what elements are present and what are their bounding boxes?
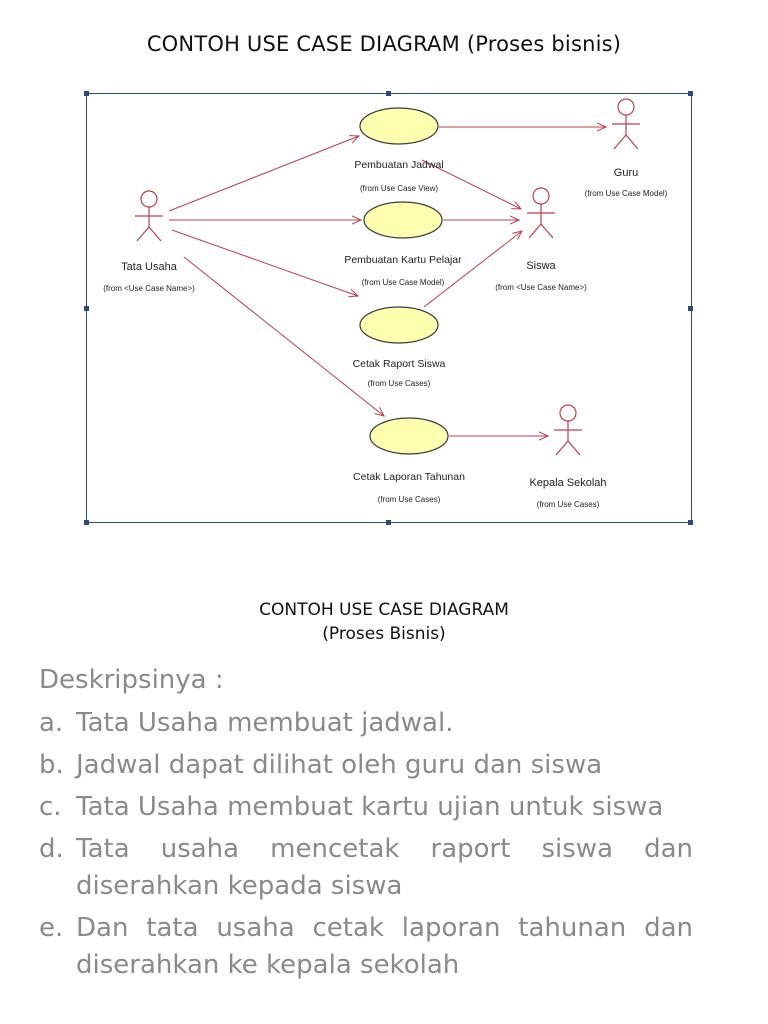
resize-handle-top-left[interactable]	[84, 91, 89, 96]
association-cetak-raport-siswa-to-siswa[interactable]	[423, 231, 522, 308]
use-case-ellipse[interactable]	[369, 417, 449, 455]
description-item: b. Jadwal dapat dilihat oleh guru dan sis…	[39, 747, 693, 784]
use-case-label: Pembuatan Jadwal	[354, 159, 443, 171]
use-case-ellipse[interactable]	[363, 201, 443, 239]
actor-label: Kepala Sekolah	[529, 477, 606, 489]
actor-tata-usaha[interactable]: Tata Usaha (from <Use Case Name>)	[103, 190, 195, 293]
actor-note: (from Use Case Model)	[585, 189, 668, 198]
use-case-note: (from Use Cases)	[368, 379, 431, 388]
use-case-cetak-raport-siswa[interactable]: Cetak Raport Siswa (from Use Cases)	[353, 306, 446, 388]
actor-siswa[interactable]: Siswa (from <Use Case Name>)	[495, 187, 587, 292]
actor-guru[interactable]: Guru (from Use Case Model)	[585, 98, 668, 198]
description-heading: Deskripsinya :	[39, 665, 224, 695]
actor-label: Guru	[614, 167, 638, 179]
use-case-label: Cetak Raport Siswa	[353, 358, 446, 370]
description-item-text: Dan tata usaha cetak laporan tahunan dan…	[76, 913, 693, 980]
use-case-label: Pembuatan Kartu Pelajar	[344, 254, 462, 266]
use-case-note: (from Use Case View)	[360, 184, 438, 193]
association-tata-usaha-to-cetak-laporan-tahunan[interactable]	[183, 256, 384, 416]
actor-stick-figure-icon	[612, 98, 640, 150]
resize-handle-top-right[interactable]	[688, 91, 693, 96]
description-item-letter: c.	[39, 792, 62, 822]
description-item-text: Tata Usaha membuat kartu ujian untuk sis…	[76, 792, 664, 822]
description-item-text: Tata usaha mencetak raport siswa dan dis…	[76, 834, 693, 901]
use-case-ellipse[interactable]	[359, 306, 439, 344]
resize-handle-top-center[interactable]	[386, 91, 391, 96]
description-item: a. Tata Usaha membuat jadwal.	[39, 705, 693, 742]
resize-handle-bottom-left[interactable]	[84, 520, 89, 525]
description-item-letter: d.	[39, 834, 64, 864]
diagram-caption: CONTOH USE CASE DIAGRAM (Proses Bisnis)	[0, 598, 768, 646]
description-item-letter: e.	[39, 913, 64, 943]
use-case-diagram: Pembuatan Jadwal(from Use Case View)Pemb…	[103, 98, 668, 509]
use-case-label: Cetak Laporan Tahunan	[353, 471, 465, 483]
use-case-pembuatan-jadwal[interactable]: Pembuatan Jadwal (from Use Case View)	[354, 107, 444, 193]
actor-note: (from <Use Case Name>)	[495, 283, 587, 292]
description-item-letter: b.	[39, 750, 64, 780]
description-list: a. Tata Usaha membuat jadwal. b. Jadwal dap…	[39, 705, 693, 989]
description-item-text: Tata Usaha membuat jadwal.	[76, 708, 454, 738]
use-case-cetak-laporan-tahunan[interactable]: Cetak Laporan Tahunan (from Use Cases)	[353, 417, 465, 504]
use-case-ellipse[interactable]	[359, 107, 439, 145]
resize-handle-middle-right[interactable]	[688, 306, 693, 311]
description-item-text: Jadwal dapat dilihat oleh guru dan siswa	[76, 750, 603, 780]
description-item: c. Tata Usaha membuat kartu ujian untuk s…	[39, 789, 693, 826]
use-case-pembuatan-kartu-pelajar[interactable]: Pembuatan Kartu Pelajar (from Use Case Mo…	[344, 201, 462, 287]
resize-handle-middle-left[interactable]	[84, 306, 89, 311]
association-tata-usaha-to-cetak-raport-siswa[interactable]	[171, 229, 358, 296]
description-item: d. Tata usaha mencetak raport siswa dan d…	[39, 831, 693, 905]
use-case-note: (from Use Cases)	[378, 495, 441, 504]
actor-stick-figure-icon	[554, 404, 582, 456]
association-tata-usaha-to-pembuatan-jadwal[interactable]	[168, 136, 359, 212]
resize-handle-bottom-right[interactable]	[688, 520, 693, 525]
actor-note: (from Use Cases)	[537, 500, 600, 509]
page-title: CONTOH USE CASE DIAGRAM (Proses bisnis)	[146, 32, 622, 56]
description-item: e. Dan tata usaha cetak laporan tahunan d…	[39, 910, 693, 984]
caption-line-1: CONTOH USE CASE DIAGRAM	[259, 600, 509, 620]
description-item-letter: a.	[39, 708, 64, 738]
actor-kepala-sekolah[interactable]: Kepala Sekolah (from Use Cases)	[529, 404, 607, 509]
association-pembuatan-jadwal-to-siswa[interactable]	[421, 159, 521, 209]
actor-label: Siswa	[526, 260, 556, 272]
actor-label: Tata Usaha	[121, 261, 178, 273]
actor-note: (from <Use Case Name>)	[103, 284, 195, 293]
actor-stick-figure-icon	[135, 190, 163, 242]
use-case-note: (from Use Case Model)	[362, 278, 445, 287]
resize-handle-bottom-center[interactable]	[386, 520, 391, 525]
actor-stick-figure-icon	[527, 187, 555, 239]
caption-line-2: (Proses Bisnis)	[322, 624, 446, 644]
